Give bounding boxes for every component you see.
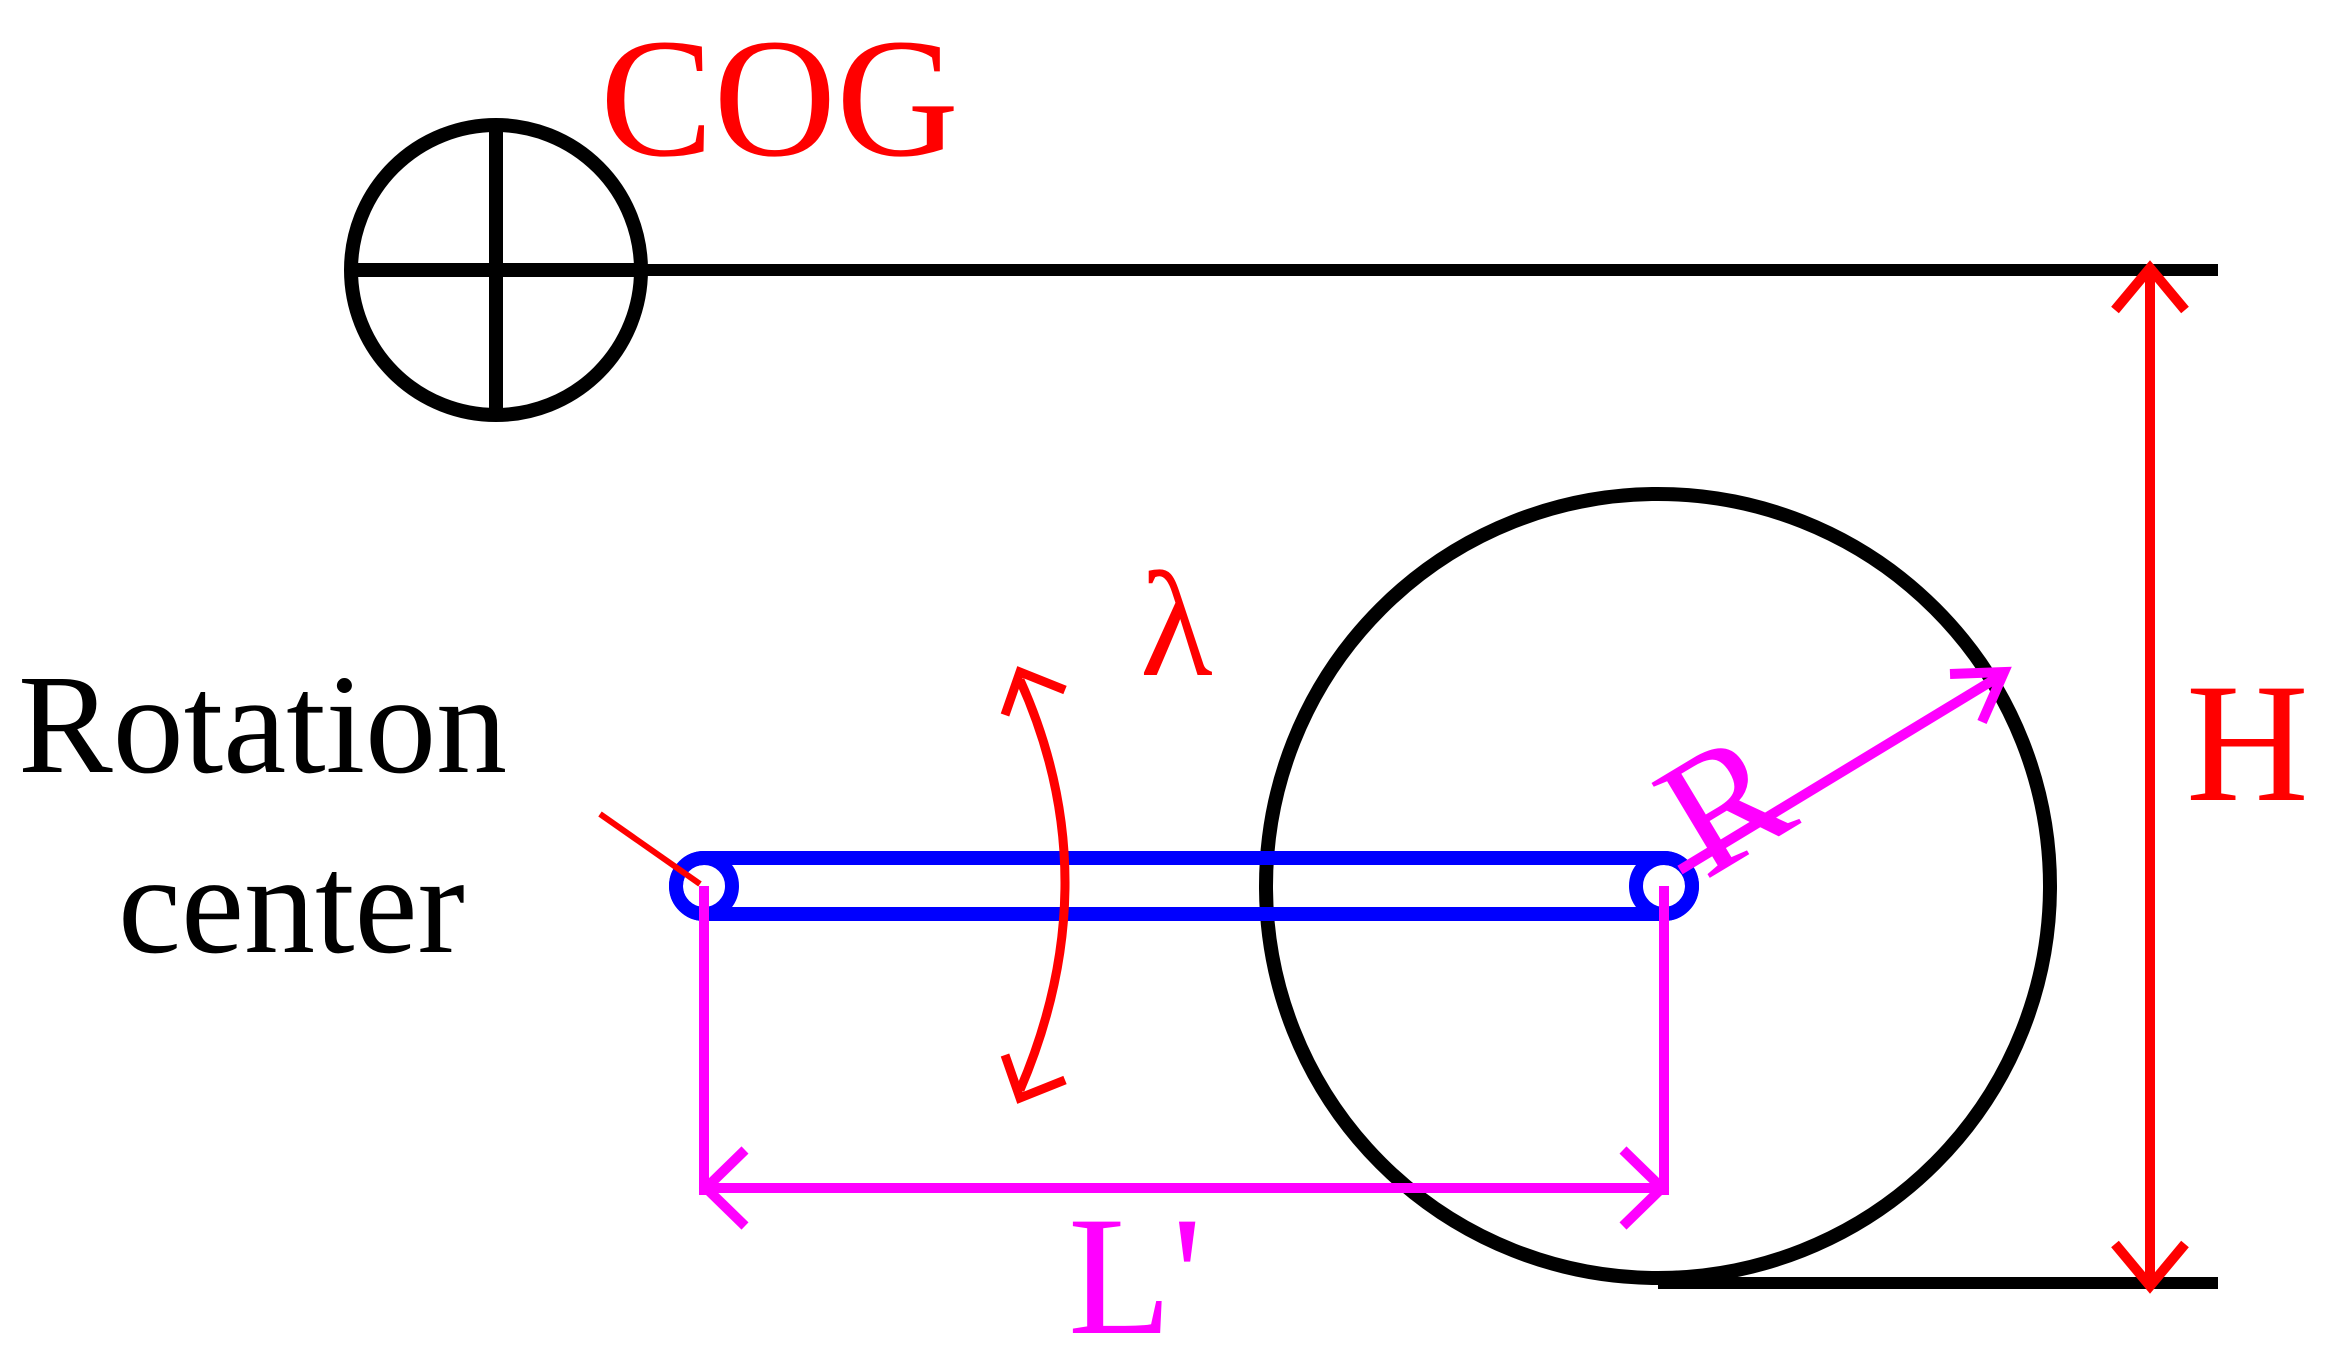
cog-label: COG bbox=[600, 4, 959, 192]
lambda-arc bbox=[1015, 678, 1070, 1092]
height-dimension bbox=[2111, 260, 2189, 1294]
length-dimension bbox=[698, 886, 1670, 1230]
cog-symbol bbox=[344, 118, 648, 422]
rotation-center-label-line1: Rotation bbox=[18, 645, 507, 803]
leg-link bbox=[669, 851, 1699, 921]
lambda-arrowhead-top bbox=[1000, 666, 1067, 717]
height-label: H bbox=[2186, 649, 2309, 837]
lambda-label: λ bbox=[1140, 542, 1213, 708]
radius-arrow bbox=[1677, 666, 2012, 875]
wheel-circle bbox=[1259, 487, 2057, 1285]
lambda-arrowhead-bottom bbox=[1000, 1053, 1067, 1104]
rotation-center-label-line2: center bbox=[118, 825, 465, 983]
rotation-center-leader bbox=[598, 811, 702, 887]
length-label: L' bbox=[1068, 1182, 1202, 1363]
